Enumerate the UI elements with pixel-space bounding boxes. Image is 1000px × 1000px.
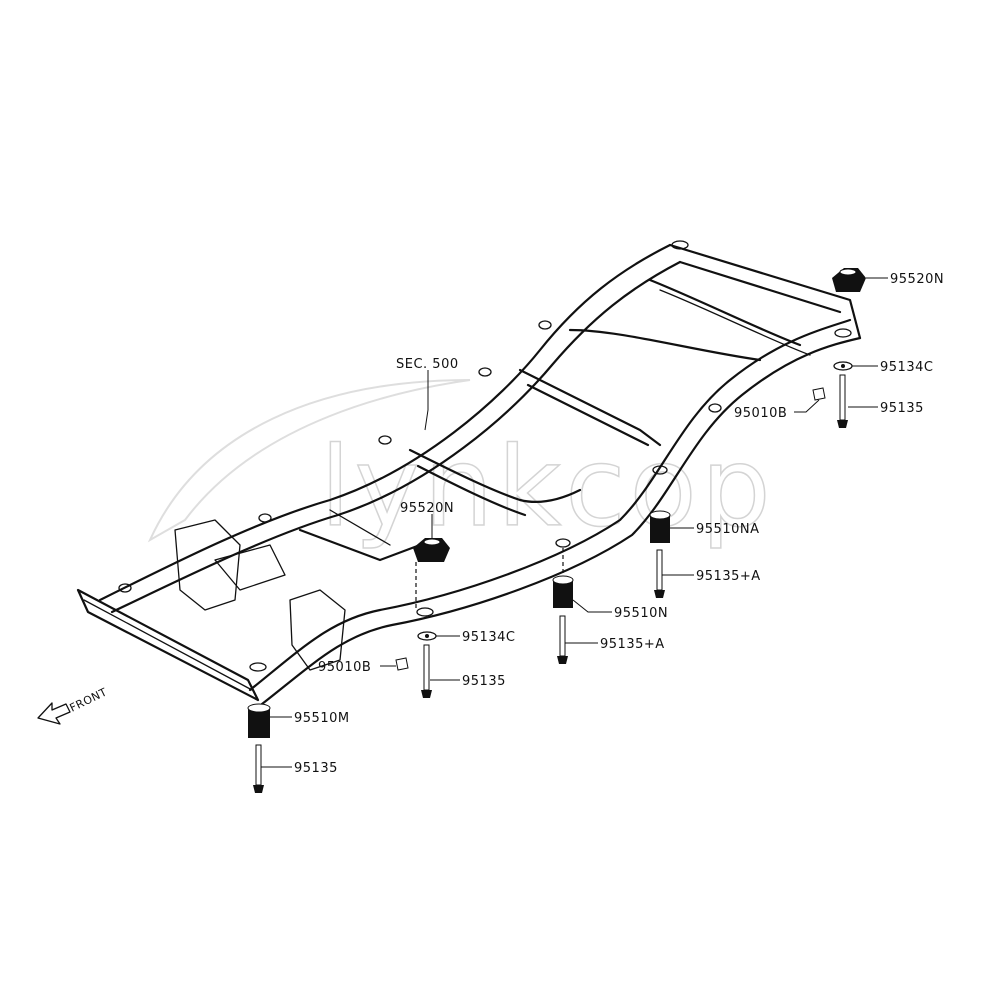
leader-lines	[261, 277, 888, 768]
label-95134c-rear: 95134C	[880, 360, 933, 375]
mount-parts	[247, 268, 866, 793]
bolt-m	[253, 744, 264, 793]
insulator-m	[247, 703, 271, 738]
rear-washer-hole	[841, 364, 845, 368]
mid-bolt	[421, 644, 432, 698]
watermark-text: lynkcop	[320, 423, 775, 551]
mid-washer-hole	[425, 634, 429, 638]
label-95520n-rear: 95520N	[890, 272, 944, 287]
label-95135-rear: 95135	[880, 401, 924, 416]
label-95010b-mid: 95010B	[318, 660, 371, 675]
insulator-na	[649, 510, 671, 543]
label-95135a-right: 95135+A	[696, 569, 761, 584]
mid-clip	[395, 657, 409, 671]
rear-upper-mount	[832, 268, 866, 292]
label-95135-front: 95135	[294, 761, 338, 776]
watermark: lynkcop	[147, 379, 775, 552]
label-95010b-rear: 95010B	[734, 406, 787, 421]
rear-clip	[812, 387, 826, 401]
label-95510na: 95510NA	[696, 522, 759, 537]
bolt-na	[654, 549, 665, 598]
label-95510m: 95510M	[294, 711, 350, 726]
section-reference: SEC. 500	[396, 357, 459, 372]
front-direction-indicator: FRONT	[37, 685, 110, 725]
insulator-n	[552, 575, 574, 608]
callout-labels: 95520N 95134C 95135 95010B 95520N 95134C…	[294, 272, 944, 776]
label-95510n: 95510N	[614, 606, 668, 621]
mid-upper-mount	[413, 538, 450, 562]
ladder-frame	[76, 240, 862, 706]
rear-bolt	[837, 374, 848, 428]
label-95520n-mid: 95520N	[400, 501, 454, 516]
label-95134c-mid: 95134C	[462, 630, 515, 645]
label-95135a-mid: 95135+A	[600, 637, 665, 652]
front-label: FRONT	[68, 685, 110, 714]
bolt-n	[557, 615, 568, 664]
label-95135-mid: 95135	[462, 674, 506, 689]
front-arrow-icon	[37, 702, 71, 725]
